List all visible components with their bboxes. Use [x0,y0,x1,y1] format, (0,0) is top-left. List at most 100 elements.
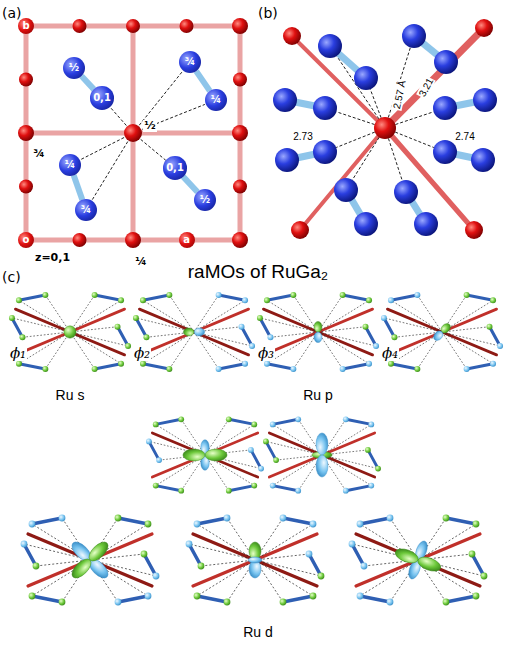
ruthenium-atom [124,124,142,142]
atom-height-label: ¼ [65,160,75,170]
ga-ga-bond [95,295,121,300]
orbital-lobe [242,297,248,303]
panel-letter-text: (a) [2,6,22,21]
distance-label: 2.73 [292,125,313,136]
orbital-lobe [481,573,488,580]
orbital-lobe [205,449,227,461]
gallium-atom: ¾ [179,51,201,73]
orbital-lobe [224,515,231,522]
orbital-lobe [183,449,205,461]
panel-letter: (a) [2,3,22,18]
ga-ga-bond [366,327,377,346]
gallium-atom: ½ [194,189,216,211]
ga-ga-bond [118,327,129,346]
orbital-lobe [153,573,160,580]
orbital-lobe [16,361,22,367]
ru-ga-contact [384,318,442,332]
orbital-lobe [118,297,124,303]
ru-ga-contact [12,318,70,332]
orbital-label-text: ϕ₄ [381,345,399,362]
ru-ga-contact [273,424,322,455]
orbital-lobe [194,328,205,336]
orbital-lobe [487,324,493,330]
atom-height-label: ½ [200,195,210,205]
ruthenium-atom [73,19,87,33]
ru-ga-contact [260,318,318,332]
ru-ga-contact [169,332,194,369]
ga-ga-bond [467,295,493,300]
orbital-motif [21,515,160,606]
orbital-lobe [140,297,146,303]
orbital-lobe [166,366,172,372]
orbital-lobe [248,557,262,563]
ru-ga-contact [92,142,128,200]
orbital-lobe [166,292,172,298]
orbital-lobe [29,521,36,528]
distance-label: 2.57 Å [384,77,401,110]
ga-ga-bond [251,450,261,469]
ga-ga-bond [95,364,121,369]
orbital-lobe [381,315,387,321]
gallium-atom: ¼ [205,89,227,111]
ru-ru-bond [70,309,125,332]
ruthenium-atom [291,221,309,239]
atom-height-label: ¼ [211,95,221,105]
orbital-lobe [133,315,139,321]
ru-ga-contact [352,137,379,180]
ru-ga-contact [139,71,182,125]
distance-label-text: 3.21 [416,75,436,99]
orbital-lobe [19,334,25,340]
ru-ga-contact [255,560,313,596]
ru-ga-contact [442,332,500,346]
orbital-lobe [9,315,15,321]
ga-ga-bond [360,596,390,602]
panel-title: raMOs of RuGa₂ [188,262,328,283]
distance-label-text: 2.73 [292,131,313,142]
atom-height-label: ½ [69,63,79,73]
orbital-lobe [153,422,159,428]
ru-ru-bond [318,332,373,355]
orbital-group-label-text: Ru s [56,388,85,403]
distance-label-text: 2.57 Å [390,78,407,111]
orbital-lobe [464,366,470,372]
orbital-lobe [280,599,287,606]
ga-ga-bond [446,596,476,602]
atom-height-label: a [183,235,190,245]
height-label: ½ [143,114,156,126]
ruthenium-atom [233,180,247,194]
ru-ga-contact [45,332,70,369]
orbital-lobe [349,541,356,548]
orbital-lobe [391,334,397,340]
ga-ga-bond [360,518,390,524]
ru-ga-contact [255,554,309,560]
orbital-lobe [251,422,257,428]
ruthenium-atom [180,19,194,33]
ru-ru-bond [442,332,497,355]
orbital-motif [257,292,379,372]
orbital-lobe [473,521,480,528]
orbital-lobe [257,315,263,321]
orbital-lobe [363,324,369,330]
ga-ga-bond [144,554,156,576]
ga-ga-bond [346,419,372,424]
orbital-motif [146,416,264,493]
orbital-lobe [340,292,346,298]
orbital-lobe [115,324,121,330]
atom-height-label: ¾ [81,205,91,215]
ruthenium-atom [126,19,140,33]
ga-ga-bond [391,364,417,369]
orbital-lobe [145,593,152,600]
ga-ga-bond [19,295,45,300]
orbital-lobe [248,447,254,453]
ruthenium-atom [465,221,483,239]
orbital-lobe [414,292,420,298]
orbital-lobe [156,457,162,463]
orbital-lobe [473,593,480,600]
ga-ga-bond [446,518,476,524]
orbital-lobe [270,483,276,489]
orbital-lobe [343,488,349,494]
ga-ga-bond [143,364,169,369]
orbital-lobe [33,563,40,570]
ru-ga-contact [255,560,321,576]
